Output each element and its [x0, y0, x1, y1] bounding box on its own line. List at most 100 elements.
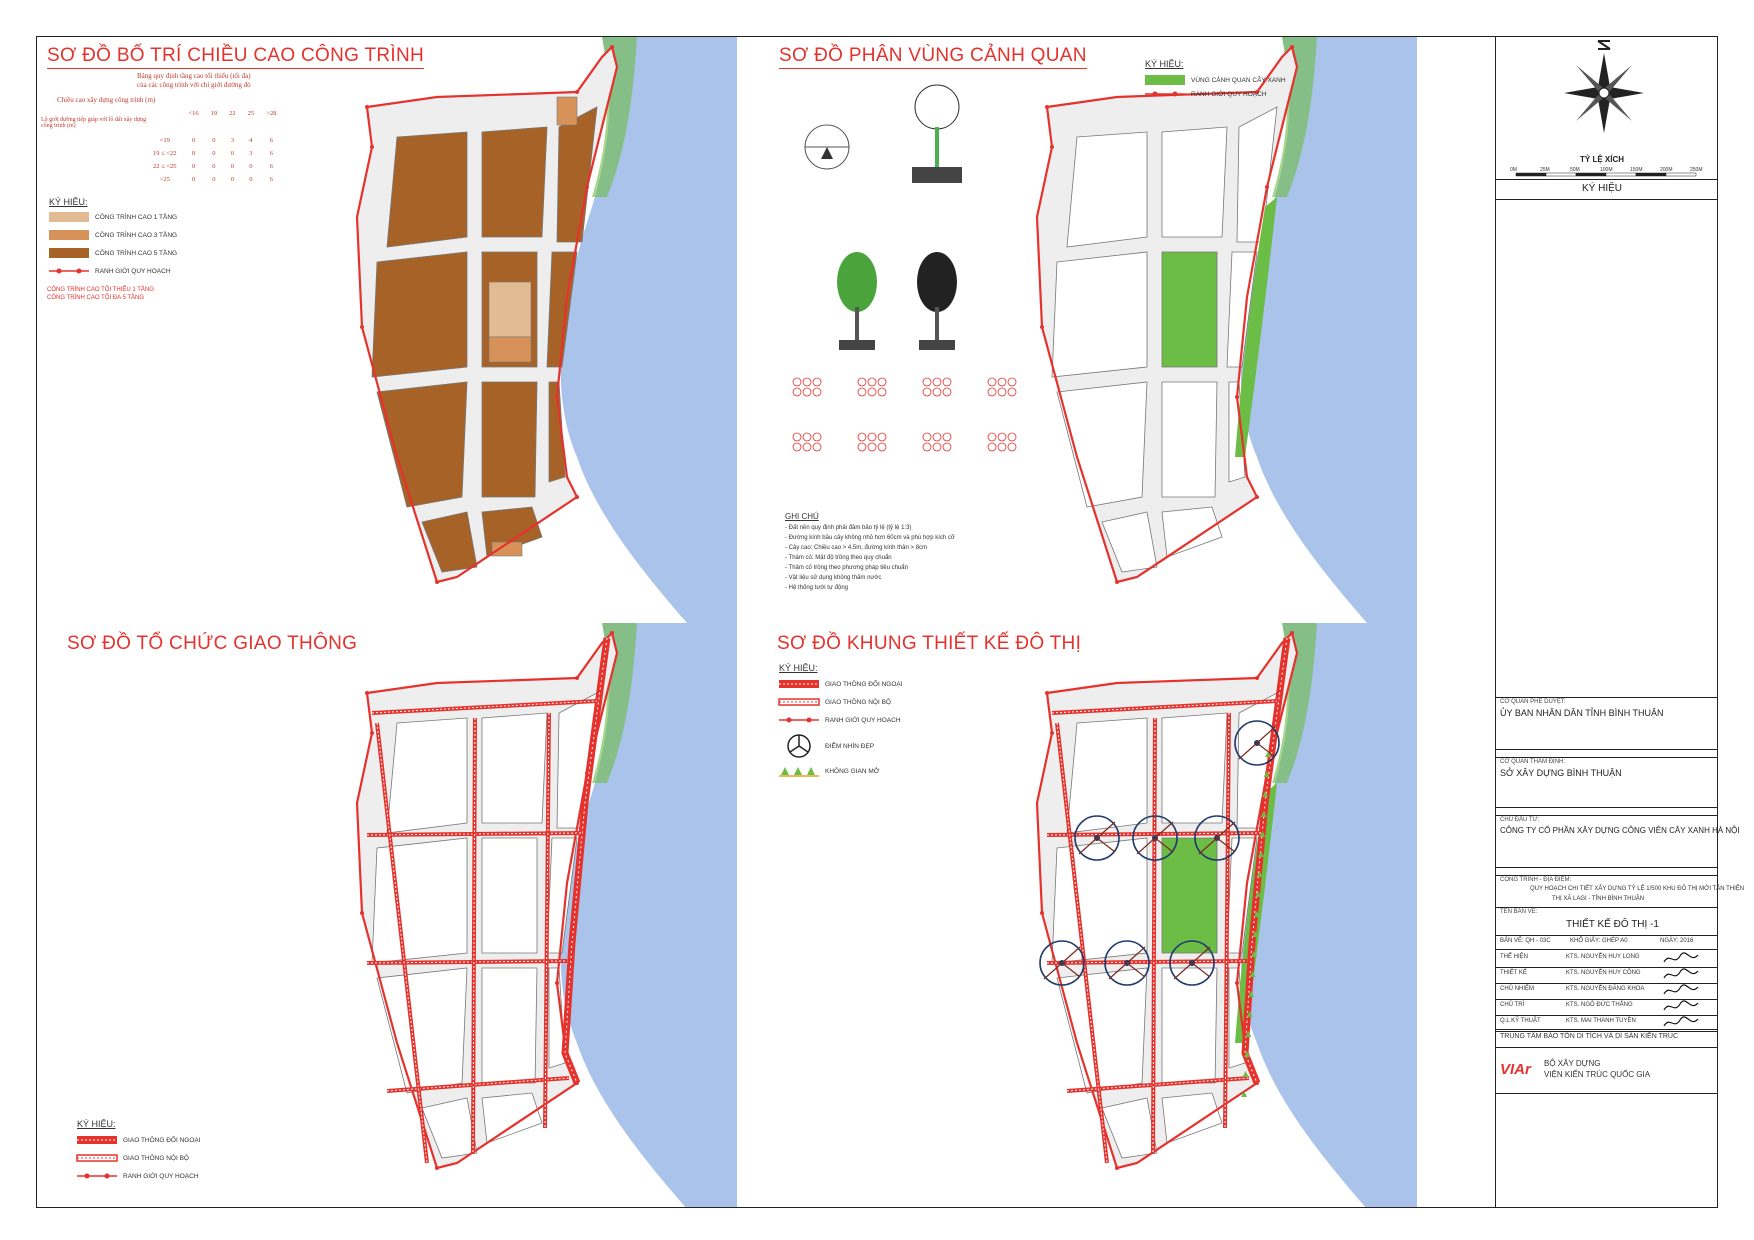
scale-tick: 150M — [1630, 167, 1643, 173]
panel-landscape: SƠ ĐỒ PHÂN VÙNG CẢNH QUAN KÝ HIỆU: VÙNG … — [777, 37, 1495, 623]
planting-pattern — [792, 442, 802, 452]
legend-item: RANH GIỚI QUY HOẠCH — [1145, 89, 1267, 99]
open-space-marker — [1245, 1031, 1252, 1037]
approver: ỦY BAN NHÂN DÂN TỈNH BÌNH THUẬN — [1500, 708, 1664, 718]
planting-pattern — [802, 377, 812, 387]
planting-pattern — [867, 377, 877, 387]
col: 25 — [247, 110, 255, 117]
boundary-node — [360, 911, 364, 915]
cell: 3 — [249, 150, 253, 157]
planning-boundary — [1035, 630, 1299, 1170]
city-block — [1066, 717, 1148, 834]
planning-boundary — [355, 630, 619, 1170]
boundary-node — [1255, 495, 1259, 499]
row-label: <19 — [159, 137, 170, 144]
boundary-node — [555, 981, 559, 985]
ministry: BỘ XÂY DỰNG — [1544, 1059, 1601, 1068]
open-space-marker — [1263, 771, 1270, 777]
note-line: - Đất nền quy định phải đảm bảo tỷ lệ (t… — [785, 525, 912, 531]
cell: 6 — [269, 163, 273, 170]
boundary-node — [1050, 145, 1054, 149]
legend-title: KÝ HIỆU: — [77, 1119, 116, 1129]
drawing-label: TÊN BẢN VẼ: — [1500, 909, 1538, 915]
city-block — [1161, 126, 1228, 238]
planting-pattern — [792, 432, 802, 442]
cell: 6 — [269, 137, 273, 144]
scale-label: TỶ LỆ XÍCH — [1580, 155, 1625, 164]
riverbank-green — [592, 623, 637, 783]
panel-title: SƠ ĐỒ TỔ CHỨC GIAO THÔNG — [67, 633, 358, 654]
planting-pattern — [997, 377, 1007, 387]
note-line: - Cây cao: Chiều cao > 4.5m, đường kính … — [785, 545, 928, 551]
planting-pattern — [802, 442, 812, 452]
drawing-name: THIẾT KẾ ĐÔ THỊ -1 — [1566, 919, 1659, 930]
institute: VIỆN KIẾN TRÚC QUỐC GIA — [1544, 1070, 1651, 1079]
legend-header: KÝ HIỆU — [1582, 183, 1623, 194]
planting-pattern — [812, 387, 822, 397]
city-block — [371, 837, 468, 964]
planting-pattern — [877, 442, 887, 452]
cell: 3 — [230, 137, 235, 144]
scale-tick: 0M — [1510, 167, 1517, 173]
boundary-node — [610, 45, 614, 49]
planting-pattern — [942, 432, 952, 442]
legend-label: CÔNG TRÌNH CAO 5 TẦNG — [95, 249, 178, 257]
planting-pattern — [802, 432, 812, 442]
row-label: >25 — [159, 176, 170, 183]
legend-item: GIAO THÔNG ĐỐI NGOẠI — [779, 679, 903, 689]
role-label: THIẾT KẾ — [1500, 970, 1527, 976]
role-name: KTS. NGÔ ĐỨC THẮNG — [1566, 1002, 1633, 1008]
notes-title: GHI CHÚ — [785, 512, 819, 521]
planting-pattern — [867, 387, 877, 397]
planting-pattern — [922, 377, 932, 387]
planting-pattern — [1007, 442, 1017, 452]
city-block — [1161, 1092, 1223, 1144]
legend-item: RANH GIỚI QUY HOẠCH — [49, 266, 171, 276]
open-space-marker — [1244, 1051, 1250, 1057]
planting-pattern — [932, 377, 942, 387]
open-space-icon — [779, 767, 819, 777]
viewpoint-icon — [787, 734, 811, 758]
table-row-head: Chiều cao xây dựng công trình (m) — [57, 96, 156, 104]
planting-pattern — [942, 442, 952, 452]
building-1-floor — [488, 281, 532, 338]
boundary-node — [1265, 185, 1269, 189]
scale-tick: 50M — [1570, 167, 1580, 173]
boundary-node — [1235, 395, 1239, 399]
planning-boundary — [355, 44, 619, 584]
col: <16 — [188, 110, 199, 117]
city-block — [1101, 511, 1158, 573]
panel-title: SƠ ĐỒ BỐ TRÍ CHIỀU CAO CÔNG TRÌNH — [47, 45, 425, 69]
planting-pattern — [997, 387, 1007, 397]
city-block — [376, 967, 468, 1094]
role-label: THỂ HIỆN — [1500, 954, 1529, 960]
legend-label: KHÔNG GIAN MỞ — [825, 767, 880, 775]
legend-item: GIAO THÔNG NỘI BỘ — [778, 697, 891, 707]
note-line: - Thảm cỏ trồng theo phương pháp tiêu ch… — [785, 565, 908, 571]
building-3-floor — [488, 336, 532, 363]
legend-label: CÔNG TRÌNH CAO 1 TẦNG — [95, 213, 178, 221]
row-label: 19 ≤ <22 — [153, 150, 177, 157]
role-name: KTS. NGUYỄN ĐĂNG KHOA — [1566, 986, 1645, 992]
cell: 0 — [212, 150, 216, 157]
signature — [1663, 1016, 1699, 1027]
planting-pattern — [792, 377, 802, 387]
legend-label: ĐIỂM NHÌN ĐẸP — [825, 742, 875, 750]
note-line: - Hệ thống tưới tự động — [785, 585, 848, 591]
cell: 0 — [191, 176, 196, 183]
boundary-node — [1290, 45, 1294, 49]
signature — [1663, 984, 1699, 995]
legend-item: GIAO THÔNG ĐỐI NGOẠI — [77, 1135, 201, 1145]
cell: 4 — [249, 137, 253, 144]
panel-title: SƠ ĐỒ KHUNG THIẾT KẾ ĐÔ THỊ — [777, 633, 1082, 654]
city-block — [1051, 251, 1148, 378]
cell: 0 — [230, 163, 235, 170]
planting-pattern — [987, 387, 997, 397]
boundary-node — [1255, 90, 1259, 94]
open-space-marker — [1246, 1011, 1253, 1017]
col: >28 — [266, 110, 277, 117]
col: 22 — [229, 110, 236, 117]
city-block — [371, 251, 468, 378]
viewpoint-icon — [1234, 720, 1280, 766]
